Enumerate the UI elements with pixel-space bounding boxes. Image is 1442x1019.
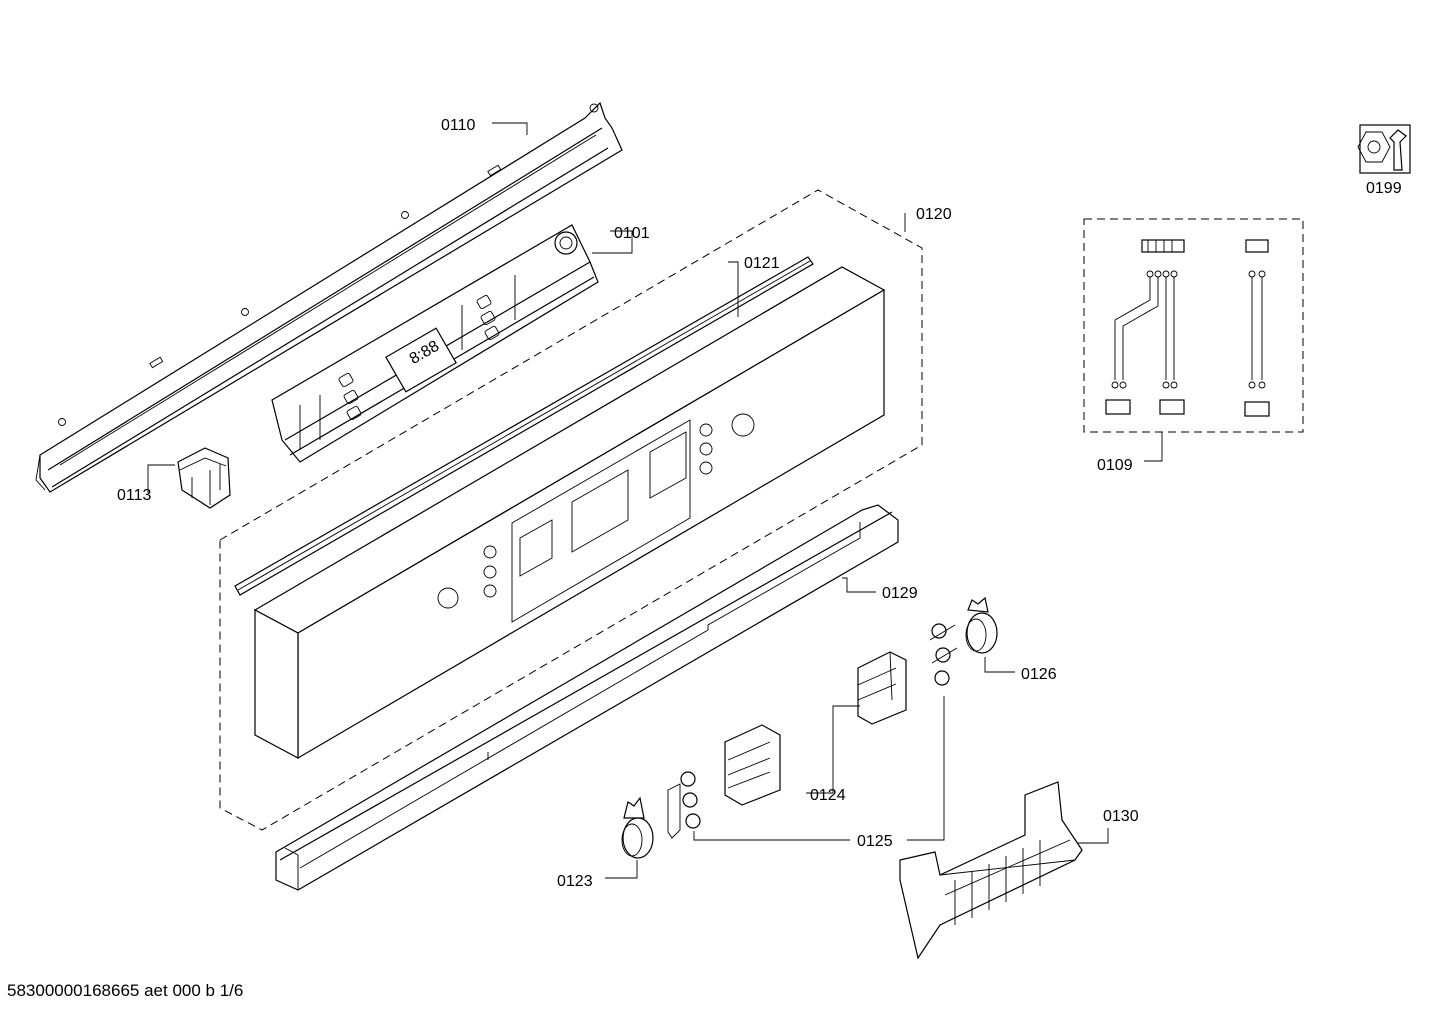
label-0123: 0123 [557,873,593,890]
leader-lines [147,122,1163,879]
part-0130-bracket [899,781,1083,960]
label-0130: 0130 [1103,808,1139,825]
part-0101-control-board: 8:88 [271,224,599,463]
part-0125-buttons [667,771,701,839]
part-0129-lower-rail [275,504,899,891]
part-0110-rail [35,101,623,493]
part-0120-control-panel [253,266,886,760]
label-0109: 0109 [1097,457,1133,474]
label-0120: 0120 [916,206,952,223]
label-0110: 0110 [441,117,476,134]
part-0124-button-block-upper [857,651,907,725]
part-0121-trim-strip [234,256,814,596]
label-0124: 0124 [810,787,846,804]
label-0125: 0125 [857,833,893,850]
label-0121: 0121 [744,255,780,272]
label-0126: 0126 [1021,666,1057,683]
label-0129: 0129 [882,585,918,602]
wrench-nut-icon [1357,124,1411,174]
document-footer-id: 58300000168665 aet 000 b 1/6 [7,981,244,1000]
group-0120-outline [219,189,923,831]
part-0123-knob [621,796,654,859]
part-0109-wiring-harness [1083,218,1304,433]
part-0124-button-block-lower [724,724,781,806]
label-0199: 0199 [1366,180,1402,197]
part-0126-knob [929,596,998,686]
display-window [385,327,457,393]
part-0113-connector [177,447,231,509]
label-0101: 0101 [614,225,650,242]
label-0113: 0113 [117,487,152,504]
